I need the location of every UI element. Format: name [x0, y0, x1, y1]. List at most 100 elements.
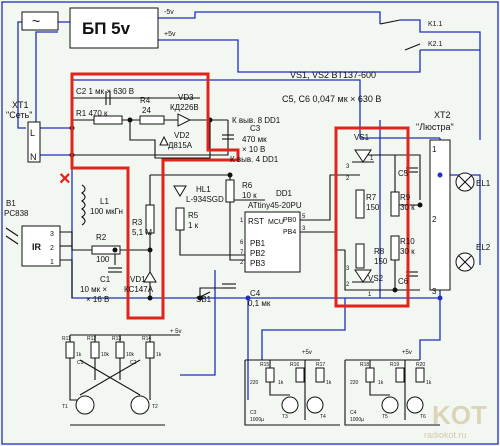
r9-symbol	[390, 191, 400, 217]
r17-symbol	[315, 367, 325, 383]
astable-c1: C1	[77, 360, 84, 366]
c2-symbol	[105, 91, 111, 105]
c4-value: 0,1 мк	[248, 299, 271, 308]
mains-n-bus	[40, 154, 440, 299]
hl1-label: HL1	[196, 185, 211, 194]
xt1-terminal	[27, 121, 41, 163]
psu-minus-wire	[158, 11, 381, 24]
astable-r11: R11	[62, 336, 71, 342]
t5-transistor-icon	[381, 396, 399, 414]
header-vs-line: VS1, VS2 BT137-600	[290, 70, 376, 80]
c1-label: C1	[100, 275, 111, 284]
el1-label: EL1	[476, 179, 491, 188]
stage1-c3-val: 1000µ	[250, 417, 264, 423]
mcu-rst: RST	[248, 217, 264, 226]
mcu-pin-2: 2	[240, 260, 244, 266]
c1-symbol	[108, 267, 122, 273]
mcu-pb0: PB0	[283, 217, 296, 224]
mcu-pin-7: 7	[240, 250, 244, 256]
stage2-r18-val: 220	[350, 380, 359, 386]
c6-label: C6	[398, 277, 409, 286]
c2-label: C2 1 мк × 630 В	[76, 87, 134, 96]
r2-label: R2	[96, 233, 107, 242]
r10-label: R10	[400, 237, 415, 246]
astable-r13: R13	[112, 336, 121, 342]
watermark-site: radiokot.ru	[424, 430, 467, 440]
r5-symbol	[175, 207, 185, 231]
el2-label: EL2	[476, 243, 491, 252]
vd2-label: VD2	[174, 131, 190, 140]
r3-label: R3	[132, 218, 143, 227]
astable-r12-val: 10k	[101, 352, 110, 358]
psu-ac-symbol	[21, 11, 59, 31]
r7-label: R7	[366, 193, 377, 202]
b1-label: B1	[6, 199, 16, 208]
stage2-c4-val: 1000µ	[350, 417, 364, 423]
r8-symbol	[355, 243, 365, 269]
astable-t1: T1	[62, 404, 68, 410]
mains-l-bus	[40, 79, 440, 139]
xt1-title: "Сеть"	[6, 110, 32, 120]
c5-label: C5	[398, 169, 409, 178]
xt1-pin-n: N	[30, 152, 37, 162]
r1-label: R1 470 к	[76, 109, 108, 118]
r8-value: 150	[374, 257, 388, 266]
vs1-pin-2: 2	[346, 176, 350, 182]
vs2-pin-2: 2	[346, 282, 350, 288]
r18-symbol	[365, 367, 375, 383]
mcu-pb4: PB4	[283, 229, 296, 236]
t6-transistor-icon	[406, 396, 424, 414]
vs1-label: VS1	[354, 133, 370, 142]
hl1-symbol	[173, 185, 187, 197]
l1-label: L1	[100, 197, 109, 206]
watermark-logo: KOT radiokot.ru	[424, 400, 487, 440]
astable-t2: T2	[152, 404, 158, 410]
mcu-pin-1: 1	[240, 218, 244, 224]
r7-symbol	[355, 189, 365, 219]
stage2-r20-val: 1k	[426, 380, 432, 386]
stage1-r17: R17	[316, 362, 325, 368]
stage1-r17-val: 1k	[326, 380, 332, 386]
b1-pin-3: 3	[50, 231, 54, 238]
stage1-r16: R16	[290, 362, 299, 368]
astable-r12: R12	[87, 336, 96, 342]
k1-wire	[400, 19, 481, 140]
el1-lamp-icon	[455, 172, 475, 192]
c3-label: C3	[250, 124, 261, 133]
r6-label: R6	[242, 181, 253, 190]
astable-r14-val: 1k	[156, 352, 162, 358]
mcu-part: ATtiny45-20PU	[248, 201, 302, 210]
r4-value: 24	[142, 106, 151, 115]
k2-label: K2.1	[428, 41, 443, 48]
astable-r13-val: 10k	[126, 352, 135, 358]
c3-value: 470 мк	[242, 135, 267, 144]
vd3-label: VD3	[178, 93, 194, 102]
mcu-name: DD1	[276, 189, 293, 198]
stage2-r18: R18	[360, 362, 369, 368]
k1-label: K1.1	[428, 21, 443, 28]
stage2-r20: R20	[416, 362, 425, 368]
vs2-label: VS2	[368, 274, 384, 283]
vs2-symbol	[354, 269, 372, 283]
xt2-name: XT2	[434, 110, 451, 120]
psu-label: БП 5v	[82, 19, 131, 38]
c1-voltage: × 16 В	[86, 295, 109, 304]
stage1-c3: C3	[250, 410, 257, 416]
stage1-r15: R15	[260, 362, 269, 368]
r15-symbol	[265, 367, 275, 383]
red-highlight-triac-section	[334, 126, 410, 308]
stage2-supply: +5v	[402, 350, 412, 356]
r5-value: 1 к	[188, 221, 199, 230]
r1-symbol	[93, 115, 123, 125]
stage1-t4: T4	[320, 414, 326, 420]
r9-label: R9	[400, 193, 411, 202]
r2-symbol	[91, 245, 121, 255]
mcu-box	[244, 211, 301, 273]
red-cut-mark: ×	[59, 168, 71, 190]
hl1-value: L-934SGD	[186, 195, 224, 204]
sb1-label: SB1	[196, 295, 212, 304]
vs2-pin-3: 3	[346, 266, 350, 272]
el2-lamp-icon	[455, 252, 475, 272]
vs1-symbol	[354, 149, 372, 163]
xt2-title: "Люстра"	[416, 122, 454, 132]
